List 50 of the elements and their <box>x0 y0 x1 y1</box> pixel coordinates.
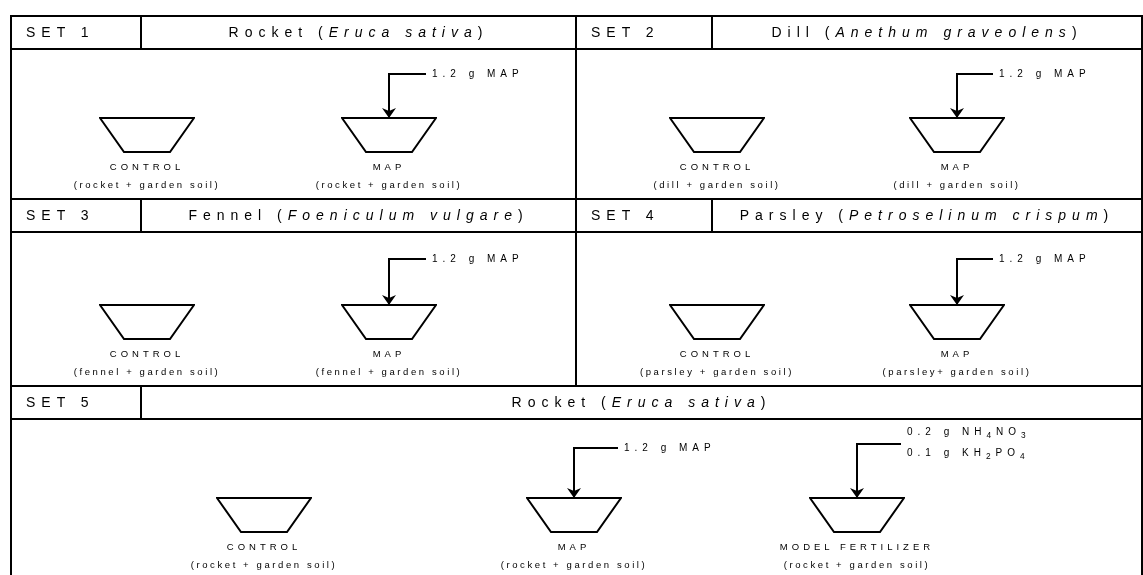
treatment-label: CONTROL <box>679 348 755 359</box>
treatment-label: MAP <box>372 348 406 359</box>
treatment-label: MODEL FERTILIZER <box>779 541 935 552</box>
treatment-description: (dill + garden soil) <box>653 179 781 190</box>
set-panel <box>575 198 1143 387</box>
plant-heading: Fennel (Foeniculum vulgare) <box>142 200 575 233</box>
treatment-description: (rocket + garden soil) <box>73 179 221 190</box>
treatment-description: (fennel + garden soil) <box>315 366 463 377</box>
dose-label: 1.2 g MAP <box>999 67 1091 81</box>
treatment-description: (fennel + garden soil) <box>73 366 221 377</box>
set-panel <box>10 198 577 387</box>
treatment-label: CONTROL <box>679 161 755 172</box>
set-panel <box>10 385 1143 575</box>
treatment-description: (rocket + garden soil) <box>783 559 931 570</box>
arrow <box>950 73 994 119</box>
set-heading: SET 2 <box>577 17 713 50</box>
plant-heading: Rocket (Eruca sativa) <box>142 17 575 50</box>
treatment-description: (rocket + garden soil) <box>190 559 338 570</box>
treatment-description: (dill + garden soil) <box>893 179 1021 190</box>
dose-label: 1.2 g MAP <box>999 252 1091 266</box>
dose-label: 1.2 g MAP <box>432 67 524 81</box>
treatment-label: CONTROL <box>109 348 185 359</box>
dose-label: 0.2 g NH$_{4}$NO$_{3}$ <box>907 425 1031 442</box>
plant-heading: Dill (Anethum graveolens) <box>713 17 1141 50</box>
set-heading: SET 3 <box>12 200 142 233</box>
treatment-description: (rocket + garden soil) <box>315 179 463 190</box>
arrow <box>382 73 427 119</box>
set-heading: SET 1 <box>12 17 142 50</box>
set-heading: SET 4 <box>577 200 713 233</box>
treatment-label: MAP <box>372 161 406 172</box>
set-panel <box>575 15 1143 200</box>
dose-label: 1.2 g MAP <box>432 252 524 266</box>
plant-heading: Parsley (Petroselinum crispum) <box>713 200 1141 233</box>
plant-heading: Rocket (Eruca sativa) <box>142 387 1141 420</box>
arrow <box>850 443 902 499</box>
set-heading: SET 5 <box>12 387 142 420</box>
dose-label: 0.1 g KH$_{2}$PO$_{4}$ <box>907 446 1031 463</box>
treatment-label: MAP <box>557 541 591 552</box>
treatment-description: (parsley + garden soil) <box>639 366 795 377</box>
treatment-label: MAP <box>940 161 974 172</box>
treatment-label: MAP <box>940 348 974 359</box>
dose-label: 1.2 g MAP <box>624 441 716 455</box>
arrow <box>567 447 619 499</box>
set-panel <box>10 15 577 200</box>
treatment-description: (rocket + garden soil) <box>500 559 648 570</box>
treatment-description: (parsley+ garden soil) <box>882 366 1032 377</box>
arrow <box>382 258 427 306</box>
arrow <box>950 258 994 306</box>
treatment-label: CONTROL <box>226 541 302 552</box>
treatment-label: CONTROL <box>109 161 185 172</box>
